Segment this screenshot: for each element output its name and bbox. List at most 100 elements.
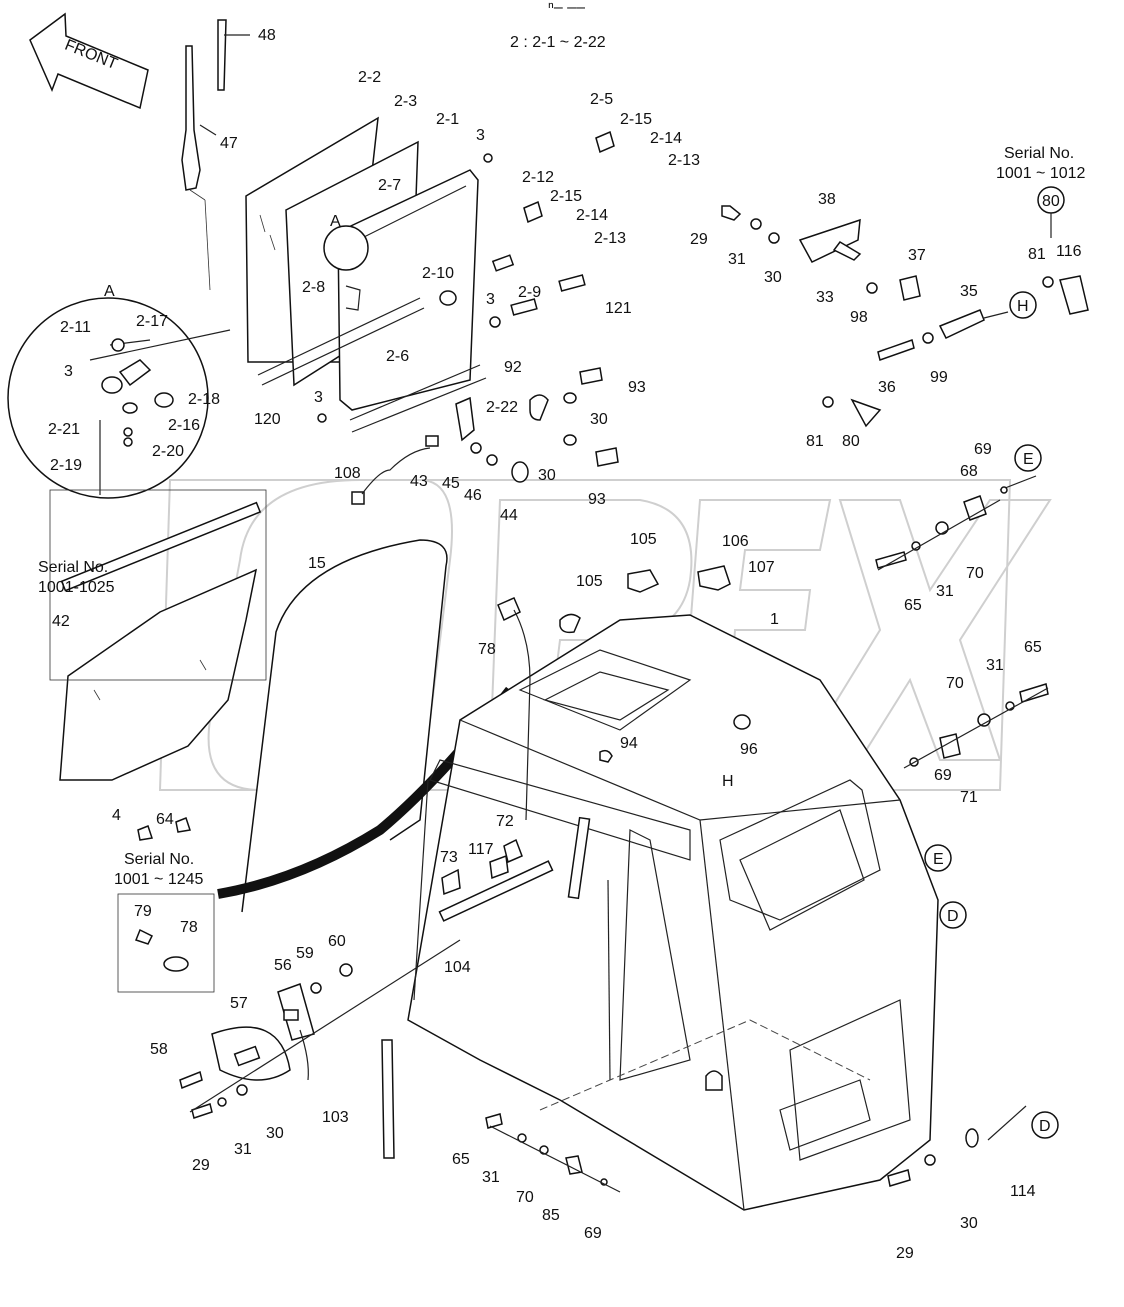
callout: 30 — [960, 1215, 978, 1232]
callout: 2-2 — [358, 69, 381, 86]
callout: 2-20 — [152, 443, 184, 460]
ref-letter: D — [1039, 1118, 1051, 1135]
top-mark: ⁿ– –– — [548, 0, 585, 16]
callout: 71 — [960, 789, 978, 806]
cab-body — [407, 565, 939, 1211]
callout: 70 — [966, 565, 984, 582]
cab-seal-15 — [241, 539, 448, 913]
ref-letter: D — [947, 908, 959, 925]
callout: 65 — [1024, 639, 1042, 656]
side-bracket-parts — [875, 486, 1049, 769]
callout: 78 — [478, 641, 496, 658]
callout: 47 — [220, 135, 238, 152]
ref-e-circle-2 — [924, 844, 952, 872]
callout: 99 — [930, 369, 948, 386]
serial-top-right-2: 1001 ~ 1012 — [996, 165, 1086, 182]
callout: 93 — [628, 379, 646, 396]
callout: 58 — [150, 1041, 168, 1058]
callout: 2-5 — [590, 91, 613, 108]
callout: 2-7 — [378, 177, 401, 194]
callout: 2-16 — [168, 417, 200, 434]
serial-left-2: 1001-1025 — [38, 579, 115, 596]
callout: 80 — [842, 433, 860, 450]
reference-letters: H E D H E D — [722, 298, 1051, 1135]
callout: 103 — [322, 1109, 349, 1126]
serial-box-bottom — [117, 893, 215, 993]
callout: 105 — [630, 531, 657, 548]
callout: 15 — [308, 555, 326, 572]
callout: 2-3 — [394, 93, 417, 110]
callout: 70 — [946, 675, 964, 692]
callout: 46 — [464, 487, 482, 504]
callout: 81 — [806, 433, 824, 450]
callout: 2-14 — [650, 130, 682, 147]
callout: 79 — [134, 903, 152, 920]
callout: 117 — [468, 841, 494, 858]
callout: 30 — [764, 269, 782, 286]
callout: 31 — [986, 657, 1004, 674]
ref-letter: H — [722, 773, 734, 790]
callout: 37 — [908, 247, 926, 264]
callout: 44 — [500, 507, 518, 524]
callout: 98 — [850, 309, 868, 326]
callout: 2-14 — [576, 207, 608, 224]
callout: 68 — [960, 463, 978, 480]
callout: 3 — [64, 363, 73, 380]
range-note: 2 : 2-1 ~ 2-22 — [510, 34, 606, 51]
callout: 78 — [180, 919, 198, 936]
callouts: 48 47 2-2 2-3 2-1 3 2-7 A 2-8 2-10 2-9 3… — [48, 27, 1082, 1262]
callout: 85 — [542, 1207, 560, 1224]
lower-front-glass — [59, 501, 262, 841]
serial-top-right-1: Serial No. — [1004, 145, 1074, 162]
callout: 2-19 — [50, 457, 82, 474]
callout: 3 — [476, 127, 485, 144]
callout: 59 — [296, 945, 314, 962]
serial-bottom-2: 1001 ~ 1245 — [114, 871, 204, 888]
front-arrow: FRONT — [29, 12, 149, 110]
callout: 2-17 — [136, 313, 168, 330]
ref-letter: E — [933, 851, 944, 868]
callout: 2-11 — [60, 319, 91, 336]
callout: 60 — [328, 933, 346, 950]
serial-left-1: Serial No. — [38, 559, 108, 576]
detail-marker-a — [323, 225, 369, 271]
callout: 30 — [538, 467, 556, 484]
ref-e-circle — [1014, 444, 1042, 472]
callout: 45 — [442, 475, 460, 492]
callout: 2-15 — [620, 111, 652, 128]
serial-bottom-1: Serial No. — [124, 851, 194, 868]
callout: 30 — [266, 1125, 284, 1142]
callout: 69 — [584, 1225, 602, 1242]
callout: 2-8 — [302, 279, 325, 296]
callout: 92 — [504, 359, 522, 376]
callout: 108 — [334, 465, 361, 482]
callout: 106 — [722, 533, 749, 550]
callout: 2-18 — [188, 391, 220, 408]
callout: 31 — [234, 1141, 252, 1158]
callout: 114 — [1010, 1183, 1036, 1200]
callout: 4 — [112, 807, 121, 824]
callout: 72 — [496, 813, 514, 830]
callout: 64 — [156, 811, 174, 828]
callout: 43 — [410, 473, 428, 490]
callout: 29 — [896, 1245, 914, 1262]
callout: 65 — [452, 1151, 470, 1168]
callout: 65 — [904, 597, 922, 614]
window-frame — [257, 169, 487, 433]
callout: 2-13 — [668, 152, 700, 169]
ref-d-circle — [1031, 1111, 1059, 1139]
reference-circles — [714, 291, 1059, 1141]
callout: 81 — [1028, 246, 1046, 263]
callout: 116 — [1056, 243, 1082, 260]
callout: 56 — [274, 957, 292, 974]
callout: 2-1 — [436, 111, 459, 128]
callout: 33 — [816, 289, 834, 306]
callout: 38 — [818, 191, 836, 208]
callout: 35 — [960, 283, 978, 300]
ref-d-circle-2 — [939, 901, 967, 929]
callout: 70 — [516, 1189, 534, 1206]
callout: 73 — [440, 849, 458, 866]
callout: 105 — [576, 573, 603, 590]
ref-letter: H — [1017, 298, 1029, 315]
